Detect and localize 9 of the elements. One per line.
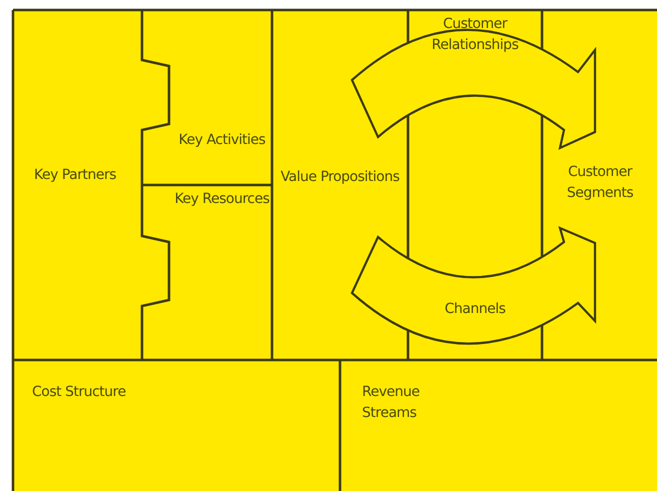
block-title: Channels [444, 300, 506, 319]
block-title: Key Activities [178, 131, 266, 150]
block-title: Revenue Streams [362, 383, 420, 423]
block-title: Customer Segments [566, 163, 634, 203]
block-title: Key Partners [32, 166, 117, 185]
block-title: Customer Relationships [430, 15, 520, 55]
block-title: Cost Structure [32, 383, 127, 402]
block-title: Value Propositions [280, 168, 400, 187]
block-title: Key Resources [174, 190, 270, 209]
